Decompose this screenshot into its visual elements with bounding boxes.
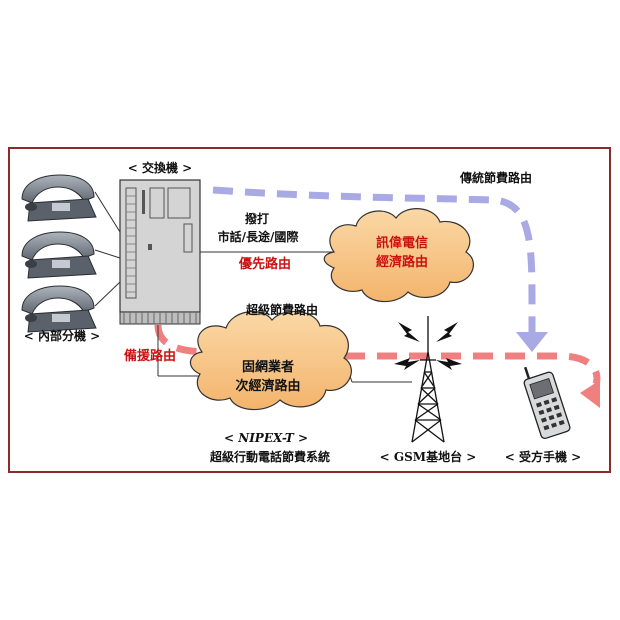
- traditional-route-label: 傳統節費路由: [459, 170, 532, 185]
- backup-route-label: 備援路由: [124, 348, 176, 364]
- fixed-network-label: 固網業者: [242, 359, 294, 375]
- pbx-exchange-icon: [120, 180, 200, 324]
- gsm-station-label: < GSM基地台 >: [380, 449, 477, 464]
- dial-label: 撥打: [245, 211, 269, 226]
- telecom-carrier-label: 訊偉電信: [376, 235, 428, 251]
- super-route-label: 超級節費路由: [245, 302, 318, 317]
- receiver-phone-label: < 受方手機 >: [505, 449, 581, 464]
- nipex-name: NIPEX-T: [237, 431, 295, 445]
- nipex-label: < NIPEX-T >: [224, 431, 308, 445]
- economy-route-label: 經濟路由: [376, 254, 428, 270]
- system-name-label: 超級行動電話節費系統: [209, 449, 330, 464]
- call-types-label: 市話/長途/國際: [218, 229, 300, 244]
- priority-route-label: 優先路由: [238, 256, 291, 272]
- internal-extension-label: < 內部分機 >: [24, 328, 100, 343]
- secondary-route-label: 次經濟路由: [235, 378, 300, 394]
- exchange-label: < 交換機 >: [128, 160, 192, 175]
